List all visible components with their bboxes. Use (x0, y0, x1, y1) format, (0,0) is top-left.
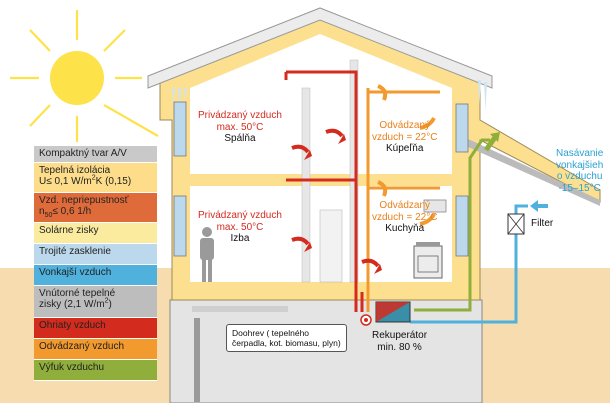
outdoor-duct (412, 204, 528, 324)
doorway (319, 209, 343, 283)
partition-right (349, 59, 359, 283)
basement-column (194, 318, 200, 402)
supply-duct (286, 70, 358, 312)
duct-system (284, 70, 528, 324)
legend-item-solar-gains: Solárne zisky (34, 223, 157, 244)
legend-item-triple-glazing: Trojité zasklenie (34, 244, 157, 265)
reheater-coil (360, 314, 372, 326)
airflow-arrows (291, 84, 548, 274)
room-label-bathroom: Odvádzaný vzduch = 22°C Kúpeľňa (372, 120, 438, 154)
partition-left (301, 87, 311, 283)
windows (173, 101, 469, 257)
intake-label: Nasávanie vonkajšieh o vzduchu -15–15°C (556, 148, 604, 194)
stove-icon (413, 242, 443, 279)
basement-shelf (192, 306, 288, 312)
legend-item-outdoor-air: Vonkajší vzduch (34, 265, 157, 286)
sun-icon (10, 10, 159, 142)
legend-item-heated-air: Ohriaty vzduch (34, 318, 157, 339)
room-label-bedroom: Privádzaný vzduch max. 50°C Spálňa (198, 110, 282, 144)
legend-item-exhaust-air: Výfuk vzduchu (34, 360, 157, 381)
person-silhouette (200, 227, 214, 282)
filter-icon (507, 213, 525, 235)
legend-item-extract-air: Odvádzaný vzduch (34, 339, 157, 360)
recuperator-unit (375, 301, 411, 323)
filter-label: Filter (531, 218, 554, 229)
reheater-callout: Doohrev ( tepelného čerpadla, kot. bioma… (226, 324, 347, 352)
room-label-living-room: Privádzaný vzduch max. 50°C Izba (198, 210, 282, 244)
legend-item-compact-shape: Kompaktný tvar A/V (34, 146, 157, 163)
icicles (172, 80, 487, 114)
exhaust-duct (414, 138, 490, 312)
roof-snow (147, 7, 493, 89)
upper-floor (190, 34, 452, 174)
annex-roof (466, 138, 600, 206)
recuperator-label: Rekuperátor min. 80 % (372, 330, 428, 353)
room-label-kitchen: Odvádzaný vzduch = 22°C Kuchyňa (372, 200, 438, 234)
kitchen-cabinet (423, 199, 447, 213)
